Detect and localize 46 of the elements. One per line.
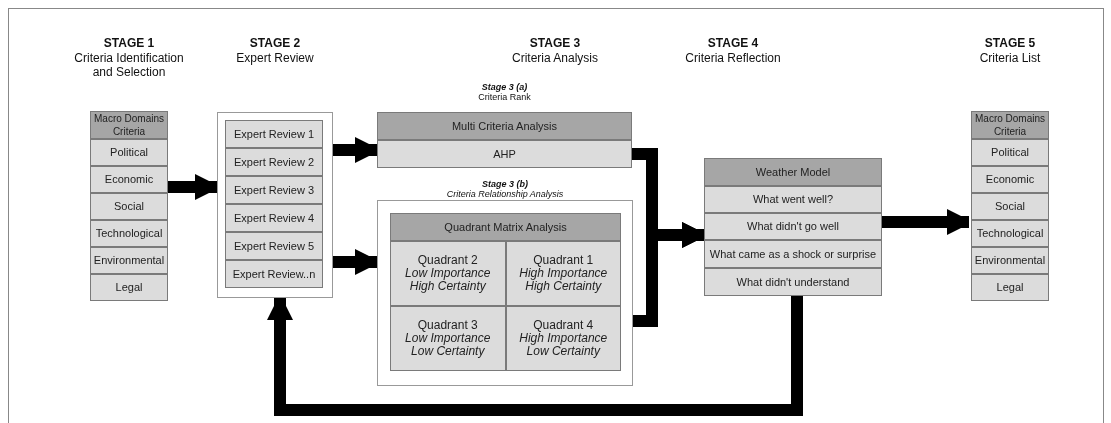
table-cell: Expert Review 4 xyxy=(225,204,323,232)
stage-heading: STAGE 1 xyxy=(102,36,156,50)
stage-heading: STAGE 3 xyxy=(528,36,582,50)
table-cell: Economic xyxy=(971,166,1049,193)
stage-heading: STAGE 5 xyxy=(983,36,1037,50)
table-cell: Political xyxy=(971,139,1049,166)
table-cell: Quadrant 1 High Importance High Certainty xyxy=(505,241,621,306)
table-cell: Technological xyxy=(90,220,168,247)
table-header: Macro Domains Criteria xyxy=(971,111,1049,139)
stage-subtitle: Criteria Reflection xyxy=(684,51,782,65)
table-cell: Expert Review 2 xyxy=(225,148,323,176)
table-cell: Quadrant 2 Low Importance High Certainty xyxy=(390,241,506,306)
table-cell: Technological xyxy=(971,220,1049,247)
table-cell: Environmental xyxy=(971,247,1049,274)
table-cell: What didn't go well xyxy=(704,213,882,240)
table-cell: Legal xyxy=(971,274,1049,301)
table-cell: Environmental xyxy=(90,247,168,274)
table-cell: Economic xyxy=(90,166,168,193)
table-cell: Legal xyxy=(90,274,168,301)
stage-subtitle: Criteria Analysis xyxy=(511,51,599,65)
table-header: Weather Model xyxy=(704,158,882,186)
table-header: Quadrant Matrix Analysis xyxy=(390,213,621,241)
table-cell: What came as a shock or surprise xyxy=(704,240,882,268)
table-cell: AHP xyxy=(377,140,632,168)
table-header: Multi Criteria Analysis xyxy=(377,112,632,140)
table-cell: Expert Review 5 xyxy=(225,232,323,260)
table-cell: Quadrant 4 High Importance Low Certainty xyxy=(505,306,621,371)
table-cell: Expert Review 1 xyxy=(225,120,323,148)
table-cell: What didn't understand xyxy=(704,268,882,296)
stage-subtitle: Expert Review xyxy=(235,51,315,65)
table-cell: Quadrant 3 Low Importance Low Certainty xyxy=(390,306,506,371)
table-cell: Social xyxy=(90,193,168,220)
stage-subtitle: Criteria Relationship Analysis xyxy=(445,189,565,199)
stage-subheading: Stage 3 (a) xyxy=(480,82,529,92)
table-cell: Social xyxy=(971,193,1049,220)
table-cell: Political xyxy=(90,139,168,166)
table-header: Macro Domains Criteria xyxy=(90,111,168,139)
stage-heading: STAGE 2 xyxy=(248,36,302,50)
table-cell: What went well? xyxy=(704,186,882,213)
stage-subtitle: Criteria Identification and Selection xyxy=(73,51,185,79)
stage-heading: STAGE 4 xyxy=(706,36,760,50)
stage-subtitle: Criteria List xyxy=(978,51,1042,65)
table-cell: Expert Review 3 xyxy=(225,176,323,204)
stage-subtitle: Criteria Rank xyxy=(477,92,532,102)
stage-subheading: Stage 3 (b) xyxy=(481,179,529,189)
table-cell: Expert Review..n xyxy=(225,260,323,288)
